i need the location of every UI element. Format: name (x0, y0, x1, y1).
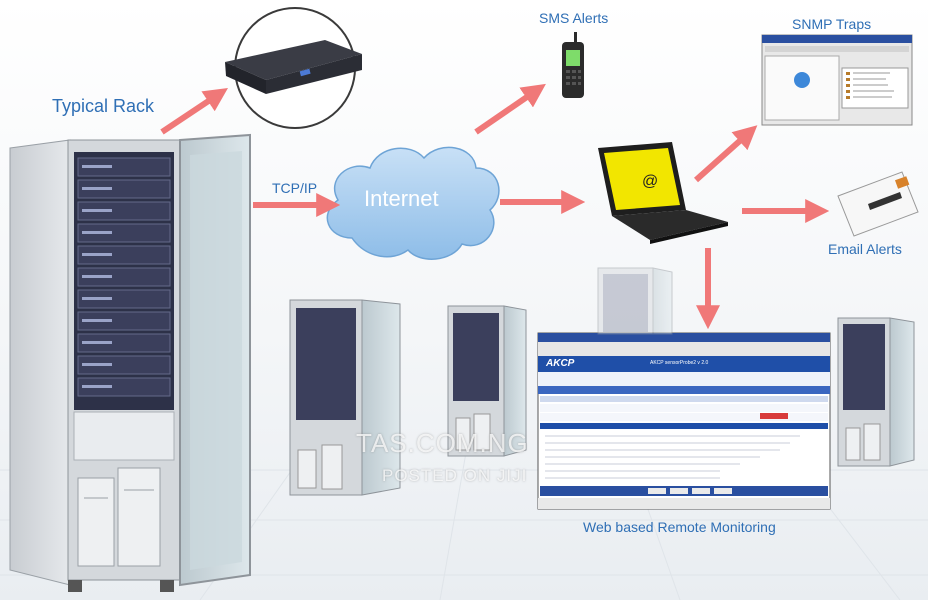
sms-alerts-label: SMS Alerts (539, 10, 609, 26)
email-envelope-icon (837, 171, 919, 237)
typical-rack-label: Typical Rack (52, 96, 155, 116)
rack-unit-label-strip (82, 385, 112, 388)
web-monitoring-screen (537, 332, 831, 510)
rack-small-faded (597, 267, 673, 335)
email-alerts-label: Email Alerts (828, 241, 902, 257)
rack-unit-label-strip (82, 319, 112, 322)
internet-label: Internet (364, 186, 439, 211)
rack-unit-label-strip (82, 297, 112, 300)
rack-server-unit (77, 311, 171, 331)
monitor-logo: AKCP (546, 358, 575, 369)
server-zoom-circle (225, 7, 362, 129)
internet-cloud (326, 146, 500, 260)
laptop-icon: @ (598, 142, 728, 244)
svg-text:@: @ (642, 173, 658, 190)
rack-unit-label-strip (82, 231, 112, 234)
snmp-traps-label: SNMP Traps (792, 16, 872, 32)
rack-server-unit (77, 355, 171, 375)
rack-server-unit (77, 201, 171, 221)
rack-server-unit (77, 267, 171, 287)
watermark-line2: POSTED ON JIJI (382, 466, 528, 485)
watermark-line1: TAS.COM.NG (356, 428, 529, 458)
rack-server-unit (77, 157, 171, 177)
rack-unit-label-strip (82, 275, 112, 278)
rack-server-unit (77, 179, 171, 199)
rack-unit-label-strip (82, 253, 112, 256)
rack-small-1 (289, 299, 401, 496)
web-monitoring-label: Web based Remote Monitoring (583, 519, 776, 535)
rack-small-2 (447, 305, 527, 457)
arrow-to-sms (474, 83, 546, 135)
rack-small-3 (837, 317, 915, 467)
arrows (160, 83, 830, 330)
rack-server-unit (77, 377, 171, 397)
rack-unit-label-strip (82, 363, 112, 366)
monitor-header-title: AKCP sensorProbe2 v 2.0 (650, 360, 709, 366)
tcp-ip-label: TCP/IP (272, 180, 318, 196)
rack-unit-label-strip (82, 341, 112, 344)
rack-server-unit (77, 245, 171, 265)
rack-unit-label-strip (82, 187, 112, 190)
snmp-window-icon (761, 34, 913, 126)
cell-phone-icon (562, 32, 584, 98)
rack-server-unit (77, 289, 171, 309)
rack-server-unit (77, 223, 171, 243)
rack-unit-label-strip (82, 165, 112, 168)
typical-rack (9, 133, 251, 592)
arrow-rack-to-server (160, 88, 228, 135)
rack-server-unit (77, 333, 171, 353)
arrow-laptop-to-snmp (694, 125, 758, 183)
rack-unit-label-strip (82, 209, 112, 212)
